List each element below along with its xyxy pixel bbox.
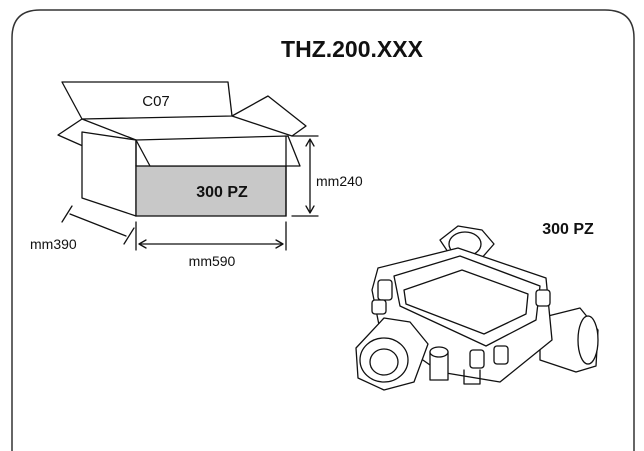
product-quantity-label: 300 PZ — [542, 221, 594, 238]
junction-box-illustration — [355, 225, 599, 391]
shipping-box-illustration: C07 300 PZ — [57, 81, 307, 217]
housing-lid — [393, 255, 541, 347]
box-front-face — [135, 165, 287, 217]
product-code-title: THZ.200.XXX — [281, 36, 424, 62]
depth-dimension-line — [69, 213, 127, 237]
width-dimension-label: mm590 — [189, 253, 236, 269]
box-front-flap — [135, 135, 301, 167]
box-code-label: C07 — [142, 93, 170, 110]
depth-dimension-label: mm390 — [30, 236, 77, 252]
height-dimension-label: mm240 — [316, 173, 363, 189]
box-left-side — [81, 131, 137, 217]
outer-frame — [11, 9, 635, 451]
box-quantity-label: 300 PZ — [196, 184, 248, 201]
box-right-flap — [231, 95, 307, 137]
box-dimensions: mm240 mm390 mm590 — [30, 135, 363, 269]
box-back-flap — [61, 81, 233, 120]
